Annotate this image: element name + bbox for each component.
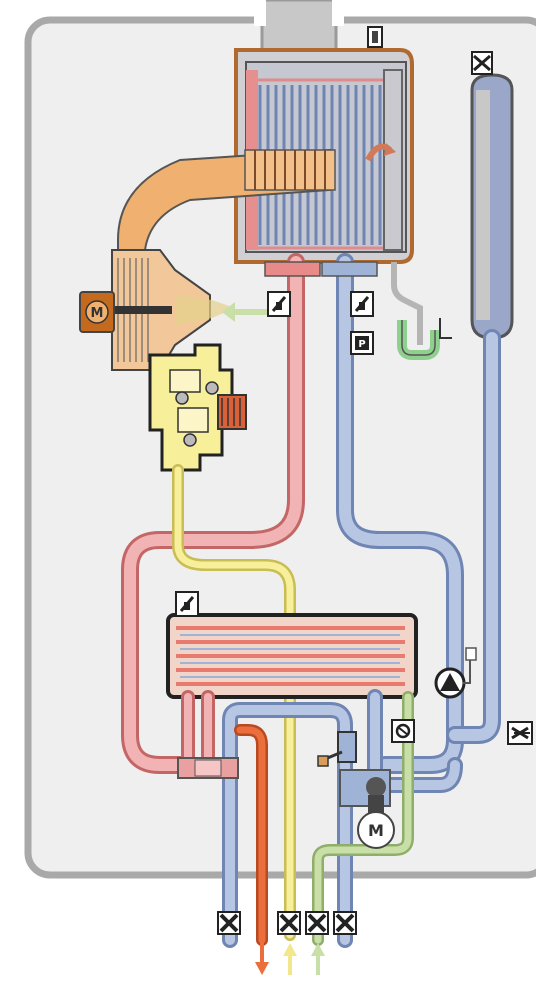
- temperature-sensor-icon: [351, 292, 373, 316]
- isolation-valve-icon: [278, 912, 300, 934]
- air-vent-icon: [472, 52, 492, 74]
- isolation-valve-icon: [334, 912, 356, 934]
- flow-sensor-icon: [392, 720, 414, 742]
- pressure-sensor-letter: P: [358, 339, 365, 350]
- gas-in-arrow: [283, 943, 297, 975]
- flue-sensor-icon: [368, 27, 382, 47]
- fan-shaft: [112, 306, 172, 314]
- cold-water-in-arrow: [311, 943, 325, 975]
- safety-valve-icon: [508, 722, 532, 744]
- flue-outlet: [262, 0, 336, 50]
- fan-motor-letter: M: [91, 306, 104, 321]
- isolation-valve-icon: [218, 912, 240, 934]
- pressure-sensor-icon: P: [351, 332, 373, 354]
- pump-motor-letter: M: [368, 821, 384, 840]
- temperature-sensor-icon: [176, 592, 198, 616]
- hot-water-out-arrow: [255, 940, 269, 975]
- isolation-valve-icon: [306, 912, 328, 934]
- temperature-sensor-icon: [268, 292, 290, 316]
